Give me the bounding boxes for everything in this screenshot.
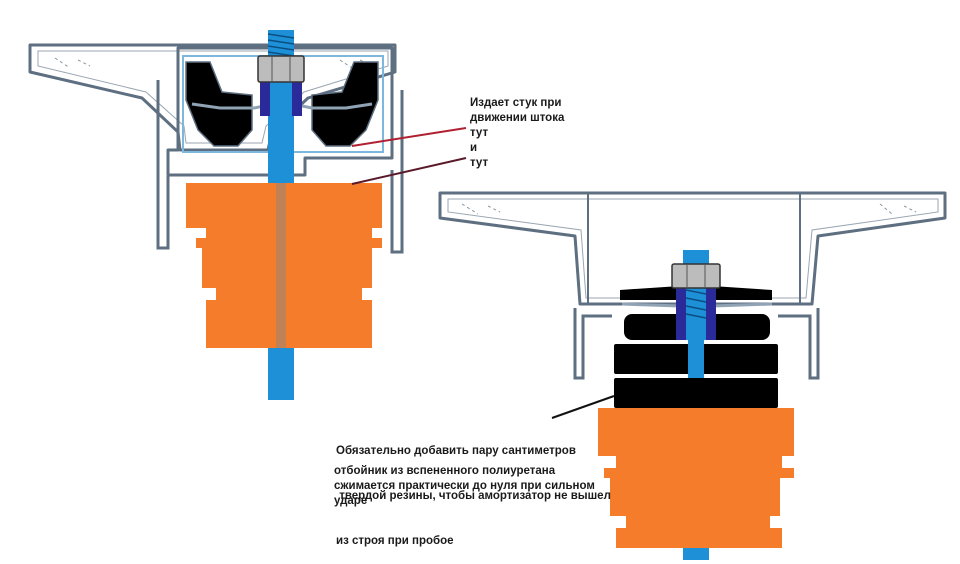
right-mount-plate: [438, 191, 947, 306]
left-rubber-left: [185, 61, 253, 147]
annotation-add-rubber-line-2: твердой резины, чтобы амортизатор не выш…: [336, 490, 611, 502]
left-nut: [257, 55, 305, 83]
right-rod-lower: [683, 548, 709, 560]
annotation-knock-line-2: движении штока: [470, 112, 565, 124]
annotation-knock-line-3: тут: [470, 127, 489, 139]
right-housing-walls: [587, 193, 801, 304]
right-rubber-block-2: [614, 378, 778, 408]
annotation-add-rubber: Обязательно добавить пару сантиметров тв…: [336, 414, 611, 564]
right-nut: [671, 263, 721, 289]
annotation-bumper-line-1: отбойник из вспененного полиуретана: [334, 465, 556, 477]
right-rubber-top: [620, 286, 772, 300]
right-rod-thread: [685, 289, 707, 319]
annotation-knock-line-5: тут: [470, 157, 489, 169]
left-rod-through-bumper: [276, 183, 286, 348]
annotation-bumper-line-3: ударе: [334, 495, 368, 507]
right-assembly: [438, 191, 947, 560]
pointer-line-upper: [351, 127, 467, 147]
left-lower-housing: [156, 80, 404, 254]
annotation-bumper: отбойник из вспененного полиуретана сжим…: [334, 464, 595, 509]
left-rubber-right: [311, 61, 379, 147]
right-mount-plate-inner: [447, 198, 939, 299]
annotation-knock: Издает стук при движении штока тут и тут: [470, 96, 564, 171]
left-rod-thread: [267, 33, 295, 57]
right-rod-gap: [688, 372, 704, 378]
left-cup-housing: [166, 46, 394, 177]
right-washer: [621, 302, 773, 308]
right-lower-housing: [573, 308, 820, 380]
annotation-knock-line-4: и: [470, 142, 478, 154]
left-sleeve-core: [270, 80, 292, 116]
right-plate-dashes: [461, 203, 917, 215]
annotation-bumper-line-2: сжимается практически до нуля при сильно…: [334, 480, 595, 492]
annotation-knock-line-1: Издает стук при: [470, 97, 562, 109]
left-assembly: [28, 30, 404, 400]
pointer-line-rubber: [551, 395, 615, 419]
left-orange-bumper: [186, 183, 382, 348]
annotation-add-rubber-line-3: из строя при пробое: [336, 535, 454, 547]
left-mount-plate-inner: [37, 50, 389, 144]
right-orange-bumper: [598, 408, 794, 548]
annotation-add-rubber-line-1: Обязательно добавить пару сантиметров: [336, 445, 576, 457]
left-plate-dashes: [54, 57, 373, 69]
pointer-line-lower: [351, 157, 467, 185]
left-rod-lower: [268, 348, 294, 400]
